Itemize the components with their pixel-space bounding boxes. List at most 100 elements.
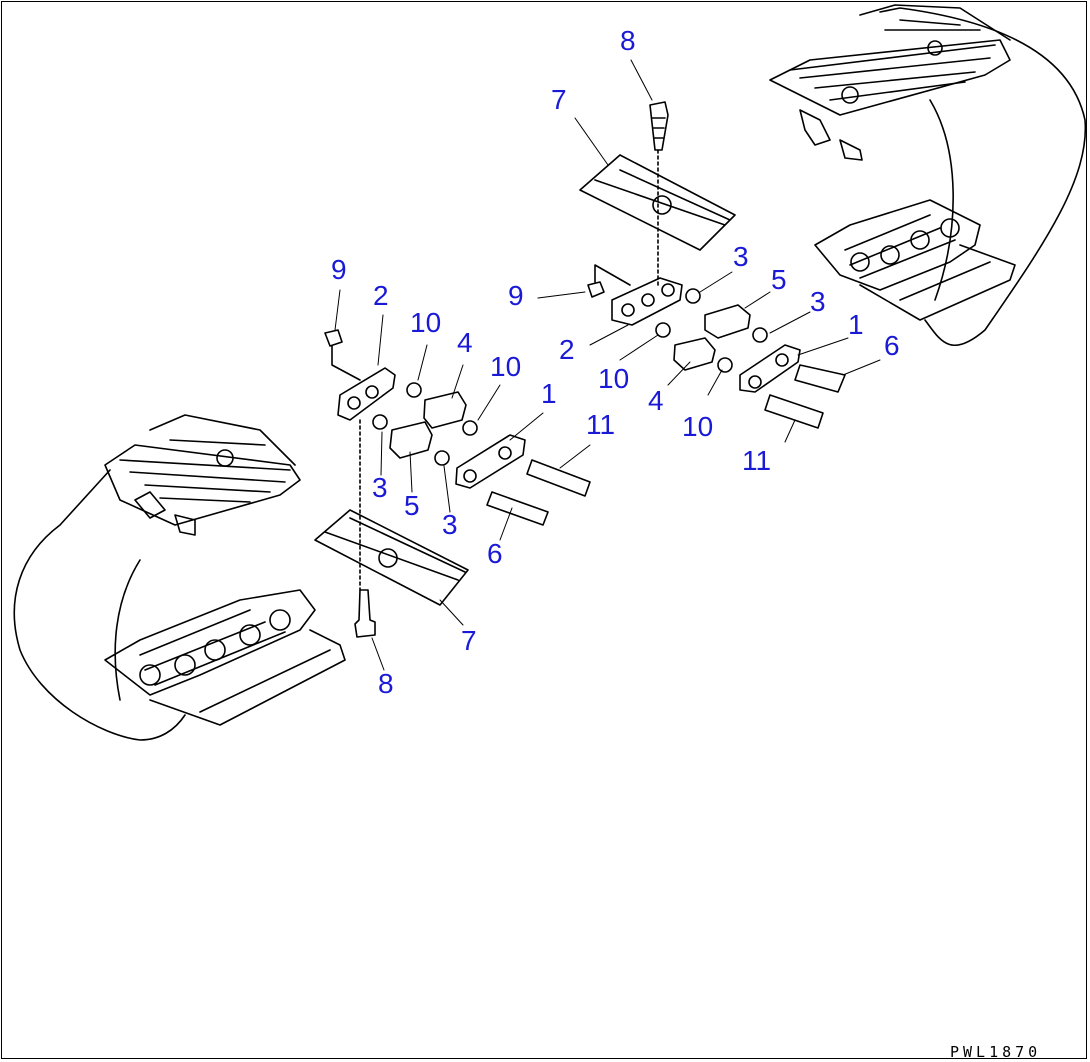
callout-label: 4 (457, 327, 473, 358)
track-shoe-bottom (149, 629, 346, 726)
callout-label: 7 (461, 625, 477, 656)
track-shoe-bottom (859, 244, 1016, 321)
link-pin (239, 624, 261, 646)
callout-label: 6 (884, 330, 900, 361)
shoe-hole (927, 40, 943, 56)
shoe-hole (841, 86, 859, 104)
callout-label: 9 (508, 280, 524, 311)
seal-3-left-b (434, 450, 450, 466)
pin-11-left (526, 459, 591, 497)
link-bore (621, 303, 635, 317)
link-bore (347, 396, 361, 410)
seal-10-left-b (462, 420, 478, 436)
link-pin (139, 664, 161, 686)
link-bore (365, 385, 379, 399)
bracket-line (331, 345, 361, 381)
callout-label: 8 (620, 25, 636, 56)
callout-label: 9 (331, 254, 347, 285)
callout-label: 3 (442, 509, 458, 540)
seal-10-left-a (406, 382, 422, 398)
link-2-left (337, 367, 396, 421)
track-shoe-grouser (789, 44, 996, 101)
track-loop-right (879, 7, 1087, 346)
pin-11-right (764, 394, 824, 429)
callout-label: 3 (372, 472, 388, 503)
bracket-line (594, 264, 631, 286)
callout-label: 2 (373, 280, 389, 311)
track-loop-right-inner (929, 99, 954, 301)
callout-label: 3 (733, 241, 749, 272)
link-2-right (611, 277, 683, 326)
track-shoe-7-lower (314, 509, 469, 606)
track-link-bracket (799, 109, 863, 161)
link-pin (174, 654, 196, 676)
link-pin (204, 639, 226, 661)
callout-label: 5 (404, 490, 420, 521)
seal-10-right-a (655, 322, 671, 338)
bushing-5-left (389, 421, 433, 459)
track-loop-left (13, 469, 186, 741)
callout-label: 3 (810, 286, 826, 317)
track-link-bracket (134, 491, 196, 536)
bolt-8-upper (649, 101, 669, 151)
link-pin (850, 252, 870, 272)
callout-label: 11 (742, 445, 771, 476)
callout-label: 10 (598, 363, 629, 394)
shoe-7-bolt-hole (652, 195, 672, 215)
seal-3-right-b (752, 327, 768, 343)
link-pin (940, 218, 960, 238)
drawing-code: PWL1870 (950, 1043, 1041, 1061)
callout-label: 6 (487, 538, 503, 569)
callout-label: 8 (378, 668, 394, 699)
callout-label: 5 (771, 264, 787, 295)
track-link-plates (844, 214, 956, 279)
track-shoe-2 (859, 4, 1011, 41)
pin-6-right (794, 364, 846, 393)
track-loop-left-inner (114, 559, 141, 701)
shoe-hole (216, 449, 234, 467)
link-pin (269, 609, 291, 631)
track-link-chain (104, 589, 316, 696)
link-bore (661, 283, 675, 297)
callout-label: 1 (848, 309, 864, 340)
callout-label: 2 (559, 334, 575, 365)
nut-9-right (587, 281, 605, 298)
track-lower-left (13, 414, 346, 741)
track-link-plates (139, 609, 286, 686)
link-bore (775, 353, 789, 367)
leader-lines (334, 59, 881, 671)
callout-labels: 8 7 3 5 3 1 6 9 2 10 4 10 11 9 2 10 4 10… (331, 25, 900, 699)
track-shoe-2 (149, 414, 296, 466)
shoe-7-bolt-hole (378, 548, 398, 568)
link-1-left (455, 434, 526, 489)
callout-label: 4 (648, 385, 664, 416)
track-shoe (769, 39, 1011, 116)
link-pin (910, 230, 930, 250)
bushing-4-right (673, 337, 716, 371)
link-pin (880, 245, 900, 265)
callout-label: 10 (410, 307, 441, 338)
link-bore (641, 293, 655, 307)
seal-3-left-a (372, 414, 388, 430)
track-shoe (104, 444, 301, 526)
nut-9-left (324, 329, 343, 347)
callout-label: 1 (541, 378, 557, 409)
bushing-5-right (704, 304, 751, 339)
callout-label: 10 (682, 411, 713, 442)
callout-label: 11 (586, 409, 615, 440)
bushing-4-left (423, 391, 467, 429)
track-shoe-7-upper (579, 154, 736, 251)
link-bore (748, 375, 762, 389)
track-upper-right (769, 4, 1087, 346)
link-bore (463, 469, 477, 483)
track-shoe-grouser (119, 459, 291, 503)
link-1-right (739, 344, 801, 393)
seal-10-right-b (717, 357, 733, 373)
callout-label: 7 (551, 84, 567, 115)
seal-3-right-a (685, 288, 701, 304)
pin-6-left (486, 491, 549, 526)
track-link-chain (814, 199, 981, 291)
